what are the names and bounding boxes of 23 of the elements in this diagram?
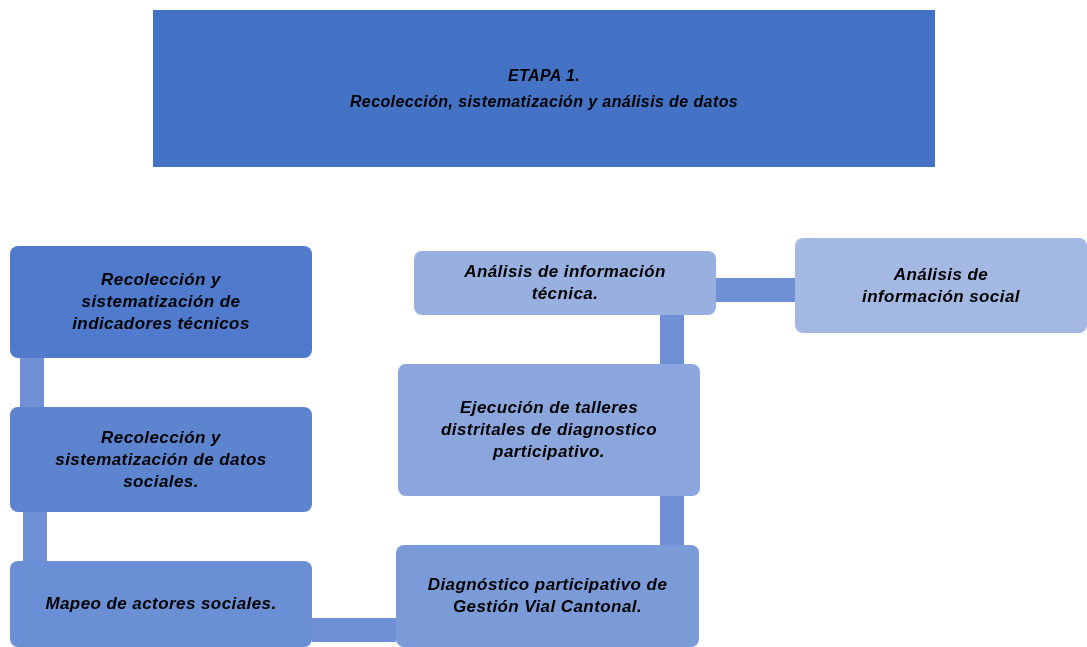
process-box bbox=[414, 251, 716, 315]
process-box bbox=[795, 238, 1087, 333]
step-text: Diagnóstico participativo de Gestión Vial Cantonal. bbox=[426, 574, 669, 618]
connector-bar bbox=[716, 278, 795, 302]
step-text: Análisis de información técnica. bbox=[463, 261, 667, 305]
process-box bbox=[396, 545, 699, 647]
connector-bar bbox=[312, 618, 396, 642]
connector-bar bbox=[20, 358, 44, 407]
step-text: Recolección y sistematización de datos sociales. bbox=[54, 426, 268, 493]
connector-bar bbox=[23, 512, 47, 561]
stage-header-box bbox=[153, 10, 935, 167]
process-box bbox=[10, 561, 312, 647]
process-box bbox=[10, 407, 312, 512]
step-text: Mapeo de actores sociales. bbox=[45, 593, 277, 615]
connector-bar bbox=[660, 496, 684, 545]
stage-title: ETAPA 1. bbox=[507, 65, 581, 86]
step-text: Ejecución de talleres distritales de diagnostico participativo. bbox=[439, 397, 658, 463]
step-text: Análisis de información social bbox=[861, 263, 1021, 308]
process-box bbox=[10, 246, 312, 358]
step-text: Recolección y sistematización de indicadores técnicos bbox=[71, 269, 251, 335]
connector-bar bbox=[660, 315, 684, 364]
stage-subtitle: Recolección, sistematización y análisis de datos bbox=[349, 91, 739, 112]
process-box bbox=[398, 364, 700, 496]
